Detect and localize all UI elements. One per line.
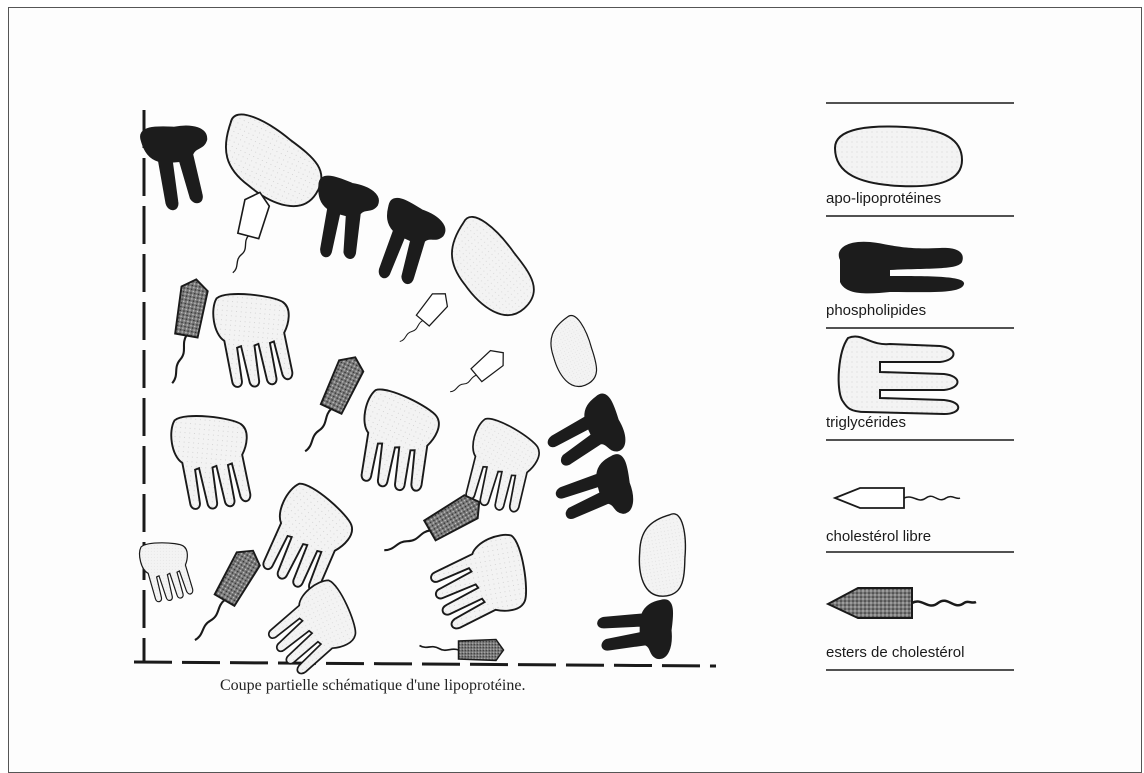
free-cholesterol-shape (226, 189, 272, 277)
triglyceride-shape (426, 532, 532, 631)
cholesterol-ester-shape (188, 544, 264, 649)
triglyceride-shape (337, 383, 453, 503)
free-cholesterol-icon (835, 488, 960, 508)
apolipoprotein-icon (835, 126, 962, 186)
triglyceride-shape (165, 413, 257, 513)
triglyceride-shape (140, 543, 193, 602)
free-cholesterol-shape (447, 345, 510, 402)
cholesterol-ester-shape (165, 277, 210, 386)
triglyceride-shape (207, 291, 299, 391)
apolipoprotein-shape (631, 512, 694, 599)
cholesterol-ester-icon (828, 588, 976, 618)
cholesterol-ester-shape (298, 352, 367, 460)
legend-label-cholesterol-esters: esters de cholestérol (826, 644, 964, 661)
cholesterol-ester-shape (420, 640, 504, 661)
apolipoprotein-shape (431, 211, 551, 326)
phospholipid-icon (839, 242, 964, 294)
phospholipid-shape (598, 600, 673, 659)
apolipoprotein-shape (208, 109, 335, 217)
legend-label-apolipoproteins: apo-lipoprotéines (826, 190, 941, 207)
legend-label-free-cholesterol: cholestérol libre (826, 528, 931, 545)
phospholipid-shape (140, 123, 212, 212)
horizontal-axis (134, 662, 716, 666)
legend-label-phospholipids: phospholipides (826, 302, 926, 319)
free-cholesterol-shape (395, 287, 452, 350)
triglyceride-icon (839, 336, 959, 414)
figure-caption: Coupe partielle schématique d'une lipopr… (220, 677, 700, 695)
phospholipid-shape (360, 195, 450, 293)
apolipoprotein-shape (538, 312, 609, 393)
legend-label-triglycerides: triglycérides (826, 414, 906, 431)
triglyceride-shape (242, 477, 366, 603)
